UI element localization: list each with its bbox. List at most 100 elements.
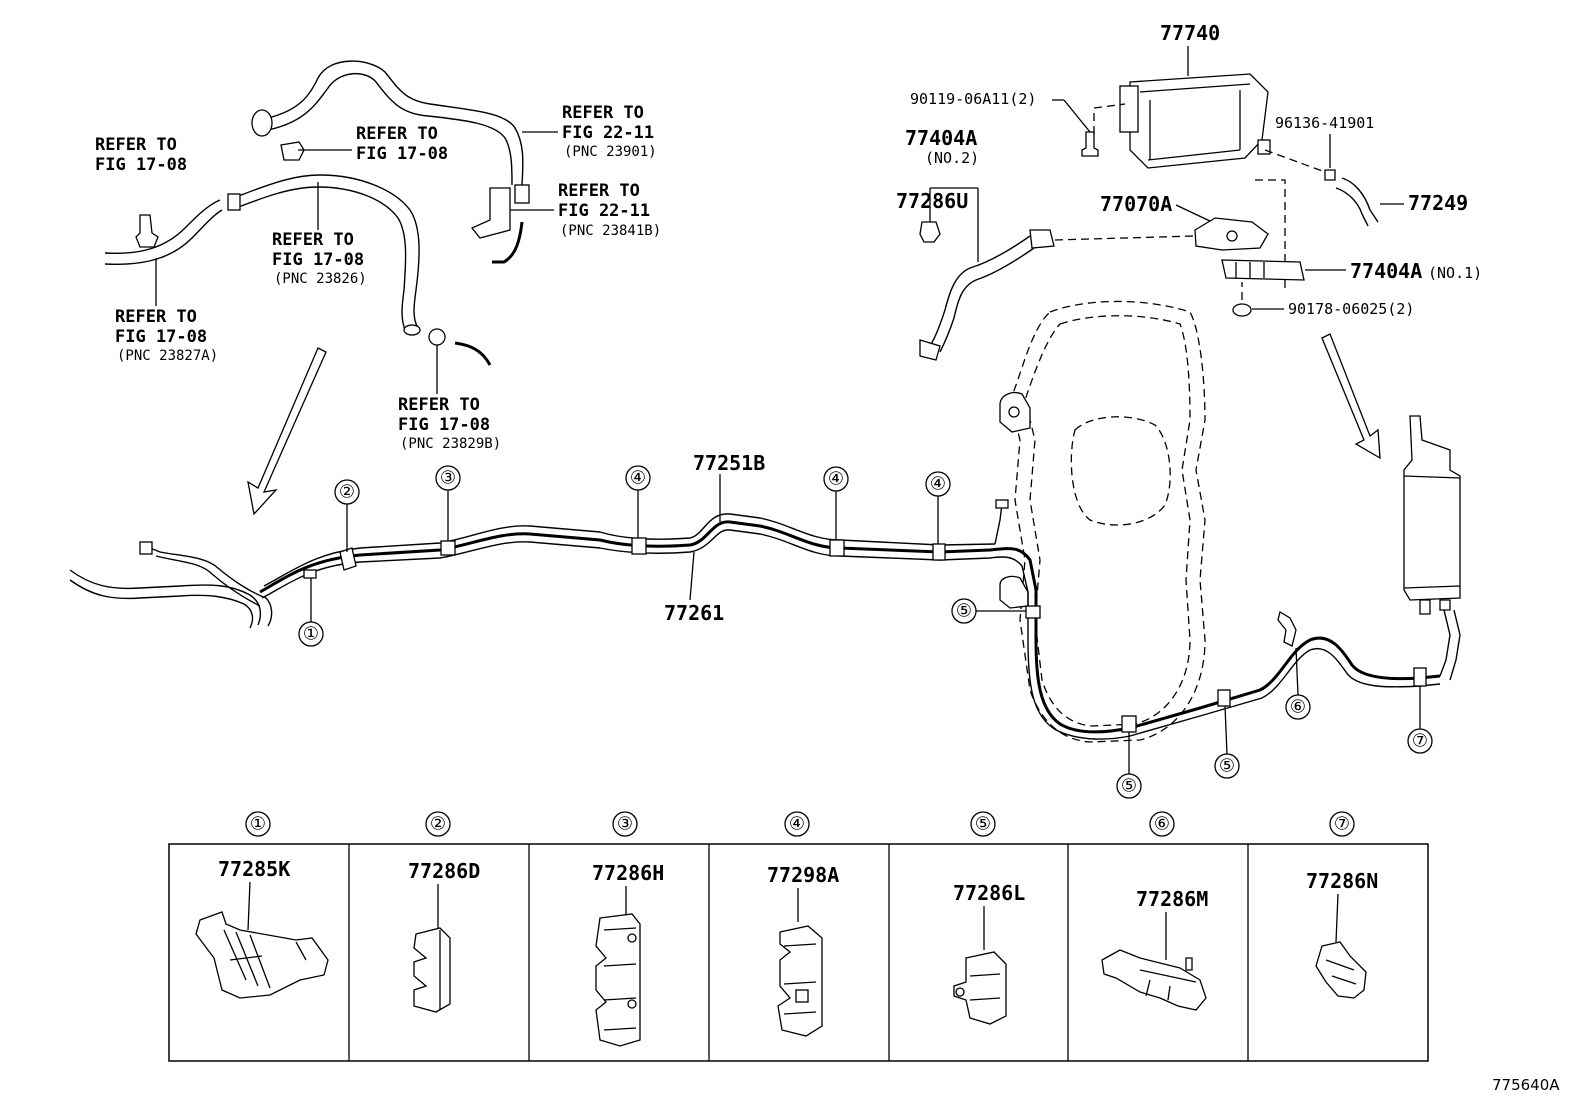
- svg-text:①: ①: [250, 814, 266, 835]
- svg-text:FIG 17-08: FIG 17-08: [356, 144, 448, 164]
- svg-text:77251B: 77251B: [693, 451, 765, 475]
- main-line-labels: 77251B 77261: [664, 451, 765, 625]
- svg-text:(NO.2): (NO.2): [925, 149, 979, 167]
- callout-2: ②: [334, 479, 360, 552]
- svg-text:77298A: 77298A: [767, 863, 839, 887]
- svg-text:⑥: ⑥: [1154, 814, 1170, 835]
- clip-icon: [303, 537, 1427, 733]
- svg-text:REFER TO: REFER TO: [95, 135, 177, 155]
- svg-text:②: ②: [430, 814, 446, 835]
- callout-1: ①: [298, 578, 324, 647]
- hose-icon: 77249: [1335, 177, 1468, 227]
- svg-text:REFER TO: REFER TO: [115, 307, 197, 327]
- reference-notes: REFER TO FIG 17-08 REFER TO FIG 17-08 RE…: [95, 103, 661, 452]
- svg-text:(NO.1): (NO.1): [1428, 264, 1482, 282]
- ref-note-fig1708-b: REFER TO FIG 17-08: [298, 124, 448, 164]
- svg-text:90119-06A11(2): 90119-06A11(2): [910, 90, 1036, 108]
- clip-table-cell-4: ④ 77298A: [767, 811, 839, 1037]
- svg-text:77286U: 77286U: [896, 189, 968, 213]
- ref-note-fig2211-b: REFER TO FIG 22-11 (PNC 23841B): [510, 181, 661, 239]
- clip-icon: [777, 925, 823, 1037]
- svg-text:②: ②: [339, 482, 355, 503]
- clip-table-cell-5: ⑤ 77286L: [953, 811, 1025, 1025]
- ref-note-pnc23829B: REFER TO FIG 17-08 (PNC 23829B): [398, 345, 501, 452]
- svg-text:REFER TO: REFER TO: [398, 395, 480, 415]
- illustration-id: 775640A: [1492, 1076, 1560, 1094]
- svg-text:FIG 17-08: FIG 17-08: [272, 250, 364, 270]
- main-fuel-lines: [69, 415, 1461, 740]
- valve-icon: 77070A: [1100, 179, 1286, 288]
- callout-6: ⑥: [1285, 647, 1311, 720]
- clamp-icon: 96136-41901: [1264, 114, 1374, 181]
- callout-5c: ⑤: [1214, 705, 1240, 779]
- svg-text:77286M: 77286M: [1136, 887, 1208, 911]
- arrow-icon: [247, 347, 327, 516]
- svg-text:77261: 77261: [664, 601, 724, 625]
- hose-no1-group: 77404A (NO.1): [1221, 259, 1482, 283]
- svg-text:REFER TO: REFER TO: [562, 103, 644, 123]
- clip-table-cell-7: ⑦ 77286N: [1306, 811, 1378, 999]
- svg-text:⑤: ⑤: [975, 814, 991, 835]
- svg-text:(PNC 23841B): (PNC 23841B): [560, 223, 661, 239]
- svg-text:⑤: ⑤: [956, 601, 972, 622]
- upper-left-hoses: [104, 60, 530, 366]
- svg-text:FIG 17-08: FIG 17-08: [115, 327, 207, 347]
- svg-text:77286L: 77286L: [953, 881, 1025, 905]
- svg-text:77286N: 77286N: [1306, 869, 1378, 893]
- svg-text:FIG 22-11: FIG 22-11: [562, 123, 654, 143]
- svg-text:90178-06025(2): 90178-06025(2): [1288, 300, 1414, 318]
- screw-icon: 90178-06025(2): [1232, 282, 1414, 318]
- ref-note-pnc23826: REFER TO FIG 17-08 (PNC 23826): [272, 182, 367, 287]
- svg-text:77286D: 77286D: [408, 859, 480, 883]
- callout-4a: ④: [625, 465, 651, 538]
- svg-text:⑤: ⑤: [1121, 776, 1137, 797]
- clip-icon: [595, 913, 641, 1047]
- bolt-icon: 90119-06A11(2): [910, 90, 1126, 157]
- svg-text:REFER TO: REFER TO: [356, 124, 438, 144]
- clip-icon: [1315, 941, 1367, 999]
- arrow-icon: [1321, 333, 1381, 460]
- svg-text:⑤: ⑤: [1219, 756, 1235, 777]
- callout-5a: ⑤: [951, 598, 1026, 624]
- svg-text:③: ③: [617, 814, 633, 835]
- svg-text:96136-41901: 96136-41901: [1275, 114, 1374, 132]
- svg-text:REFER TO: REFER TO: [272, 230, 354, 250]
- callout-5b: ⑤: [1116, 732, 1142, 799]
- clip-icon: [413, 927, 451, 1013]
- svg-text:FIG 17-08: FIG 17-08: [95, 155, 187, 175]
- clip-icon: [953, 951, 1007, 1025]
- hose-no2-group: 77404A (NO.2) 77286U: [896, 126, 1196, 361]
- svg-text:(PNC 23826): (PNC 23826): [274, 271, 367, 287]
- ref-note-fig2211-a: REFER TO FIG 22-11 (PNC 23901): [522, 103, 657, 160]
- svg-text:77070A: 77070A: [1100, 192, 1172, 216]
- callout-4c: ④: [925, 471, 951, 544]
- svg-text:⑦: ⑦: [1334, 814, 1350, 835]
- svg-text:⑥: ⑥: [1290, 697, 1306, 718]
- clip-table-cell-1: ① 77285K: [195, 811, 329, 999]
- clip-icon: [1101, 949, 1207, 1011]
- svg-text:77404A: 77404A: [1350, 259, 1422, 283]
- svg-text:77249: 77249: [1408, 191, 1468, 215]
- svg-text:③: ③: [440, 468, 456, 489]
- svg-text:77285K: 77285K: [218, 857, 290, 881]
- svg-text:FIG 22-11: FIG 22-11: [558, 201, 650, 221]
- clip-table-cell-2: ② 77286D: [408, 811, 480, 1013]
- svg-text:①: ①: [303, 624, 319, 645]
- svg-text:77286H: 77286H: [592, 861, 664, 885]
- clip-icon: [195, 911, 329, 999]
- callout-3: ③: [435, 465, 461, 541]
- callout-markers: ① ② ③ ④ ④ ④ ⑤ ⑤ ⑤ ⑥ ⑦: [298, 465, 1433, 799]
- clip-table-cell-6: ⑥ 77286M: [1101, 811, 1208, 1011]
- svg-text:FIG 17-08: FIG 17-08: [398, 415, 490, 435]
- svg-text:④: ④: [789, 814, 805, 835]
- clip-table-cell-3: ③ 77286H: [592, 811, 664, 1047]
- ref-note-fig1708-a: REFER TO FIG 17-08: [95, 135, 187, 175]
- svg-text:⑦: ⑦: [1412, 731, 1428, 752]
- ref-note-pnc23827A: REFER TO FIG 17-08 (PNC 23827A): [115, 258, 218, 364]
- svg-text:(PNC 23827A): (PNC 23827A): [117, 348, 218, 364]
- fuel-tank-icon: [999, 300, 1206, 743]
- svg-text:77404A: 77404A: [905, 126, 977, 150]
- svg-text:REFER TO: REFER TO: [558, 181, 640, 201]
- svg-text:(PNC 23829B): (PNC 23829B): [400, 436, 501, 452]
